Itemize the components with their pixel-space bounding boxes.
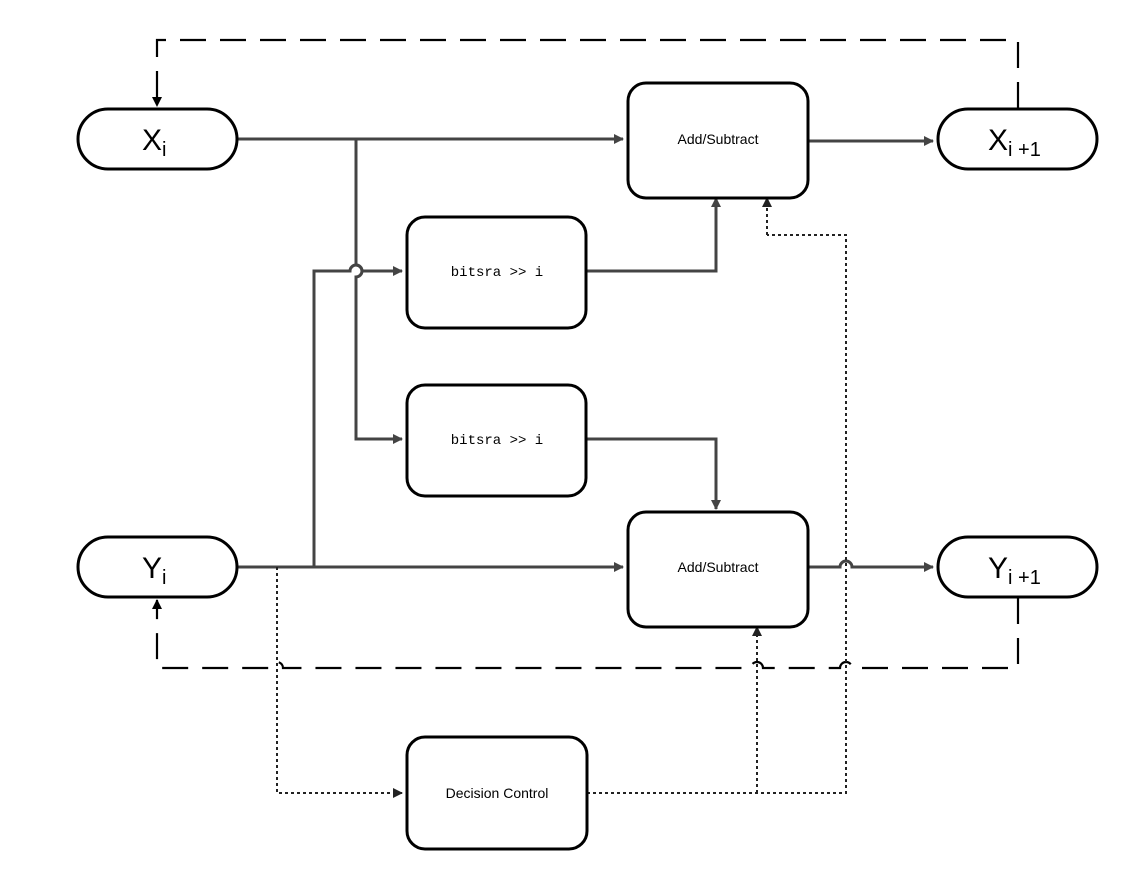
solid-connections: [237, 134, 934, 572]
edge-feedback-x: [152, 38, 1020, 108]
edge-feedback-y: [152, 598, 1020, 670]
shift-bottom-block: bitsra >> i: [405, 383, 588, 498]
edge-addsub-bottom-to-yi1: [808, 559, 934, 572]
control-connections: [276, 197, 847, 798]
node-x-i-plus-1-label: Xi +1: [988, 124, 1041, 161]
node-x-i: Xi: [76, 107, 239, 171]
feedback-connections: [152, 38, 1020, 670]
node-x-i-plus-1: Xi +1: [936, 107, 1099, 171]
node-y-i: Yi: [76, 535, 239, 599]
decision-control-label: Decision Control: [446, 785, 549, 801]
shift-top-label: bitsra >> i: [451, 265, 543, 281]
shift-top-block: bitsra >> i: [405, 215, 588, 330]
node-x-i-label: Xi: [142, 124, 166, 161]
add-subtract-bottom-block: Add/Subtract: [626, 510, 810, 629]
add-subtract-top-block: Add/Subtract: [626, 81, 810, 200]
add-subtract-bottom-label: Add/Subtract: [678, 559, 759, 575]
node-y-i-label: Yi: [142, 552, 166, 589]
edge-xi-to-shift-bottom: [354, 139, 403, 444]
decision-control-block: Decision Control: [405, 735, 589, 851]
node-y-i-plus-1: Yi +1: [936, 535, 1099, 599]
edge-shift-bottom-to-addsub-bottom: [586, 437, 721, 510]
edge-yi-to-decision: [276, 567, 403, 798]
node-y-i-plus-1-label: Yi +1: [988, 552, 1041, 589]
add-subtract-top-label: Add/Subtract: [678, 131, 759, 147]
edge-yi-to-shift-top: [312, 263, 403, 567]
edge-shift-top-to-addsub-top: [586, 197, 721, 273]
shift-bottom-label: bitsra >> i: [451, 433, 543, 449]
